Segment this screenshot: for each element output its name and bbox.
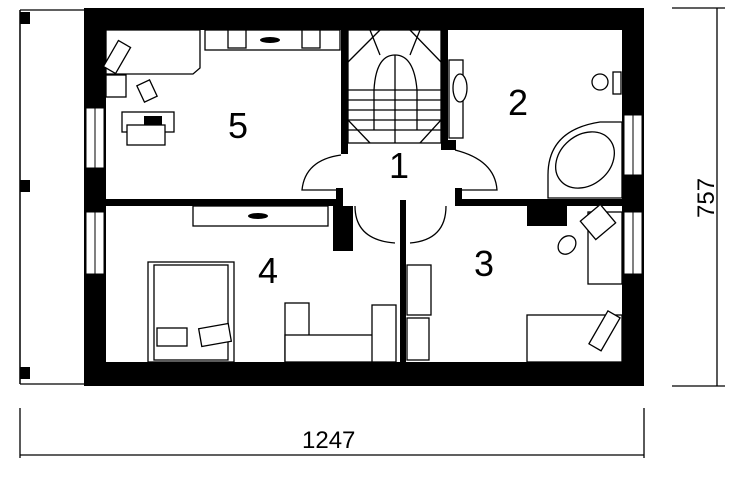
interior-walls [105, 30, 622, 362]
room-label-3: 3 [474, 243, 494, 284]
terrace-outline [19, 9, 84, 385]
height-dimension: 757 [693, 178, 720, 218]
windows [85, 107, 643, 275]
door-swings [301, 149, 498, 244]
width-dimension: 1247 [302, 427, 355, 454]
room-label-4: 4 [258, 250, 278, 291]
furniture-room-4 [147, 205, 397, 363]
room-label-1: 1 [389, 145, 409, 186]
furniture-room-3 [406, 203, 623, 363]
staircase [347, 29, 442, 144]
room-label-5: 5 [228, 105, 248, 146]
furniture-room-5 [102, 29, 341, 146]
room-label-2: 2 [508, 82, 528, 123]
dimension-lines [19, 7, 725, 458]
fixtures-room-2 [448, 59, 623, 199]
exterior-walls [84, 8, 644, 386]
